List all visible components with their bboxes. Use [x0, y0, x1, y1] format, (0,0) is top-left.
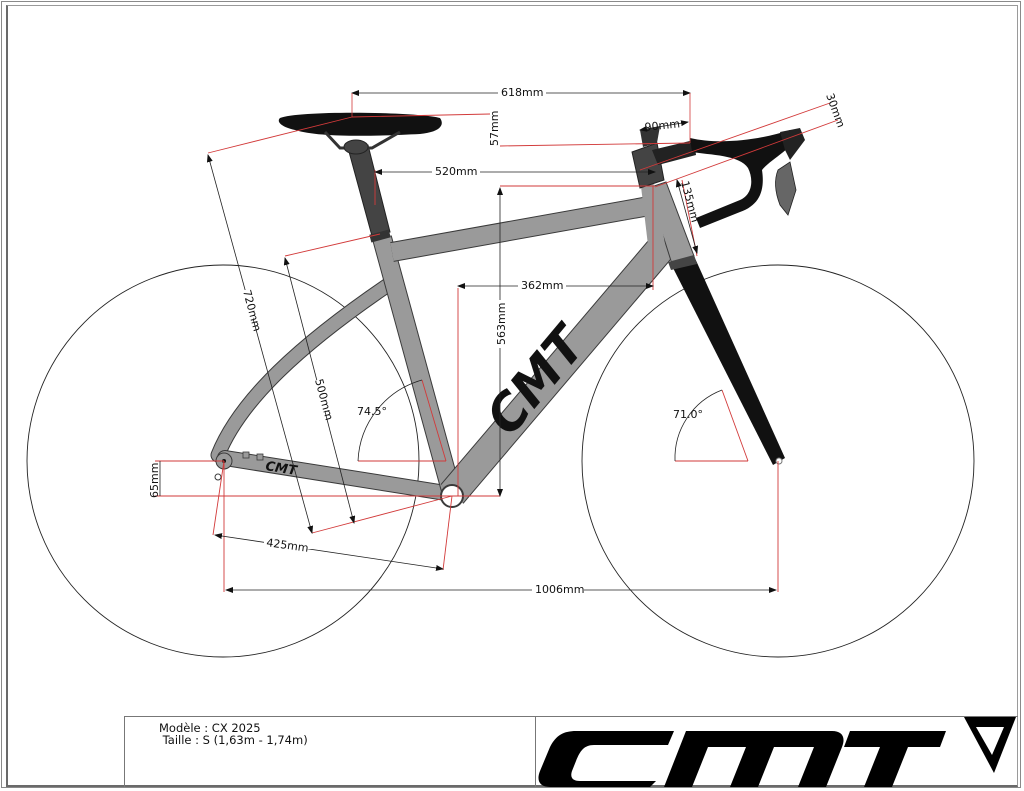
- dim-135: 135mm: [678, 179, 702, 223]
- dim-425: 425mm: [266, 536, 310, 555]
- dim-1006: 1006mm: [535, 583, 584, 596]
- seatpost-saddle: [278, 112, 442, 243]
- front-wheel: [581, 264, 975, 658]
- dim-57: 57mm: [488, 111, 501, 146]
- sheet-inner-border: [6, 5, 1018, 787]
- size-label: Taille : S (1,63m - 1,74m): [159, 733, 308, 747]
- model-label: Modèle : CX 2025: [159, 721, 261, 735]
- angle-arcs: [357, 379, 723, 462]
- title-info-cell: Modèle : CX 2025 Taille : S (1,63m - 1,7…: [125, 717, 536, 787]
- dim-618: 618mm: [501, 86, 543, 99]
- brand-logo-cell: [536, 717, 1018, 787]
- stem-handlebar: [631, 126, 805, 228]
- angle-head: 71.0°: [673, 408, 703, 421]
- dim-520: 520mm: [435, 165, 477, 178]
- fork: [668, 255, 785, 465]
- dimension-lines: [159, 90, 777, 593]
- dim-65: 65mm: [148, 463, 161, 498]
- dimension-labels: 618mm 90mm 30mm 57mm 520mm 362mm 563mm 1…: [148, 86, 848, 596]
- dim-362: 362mm: [521, 279, 563, 292]
- dim-563: 563mm: [495, 303, 508, 345]
- cmt-logo: [538, 717, 1016, 787]
- angle-seat: 74.5°: [357, 405, 387, 418]
- dim-90: 90mm: [644, 117, 681, 134]
- title-block: Modèle : CX 2025 Taille : S (1,63m - 1,7…: [124, 716, 1018, 787]
